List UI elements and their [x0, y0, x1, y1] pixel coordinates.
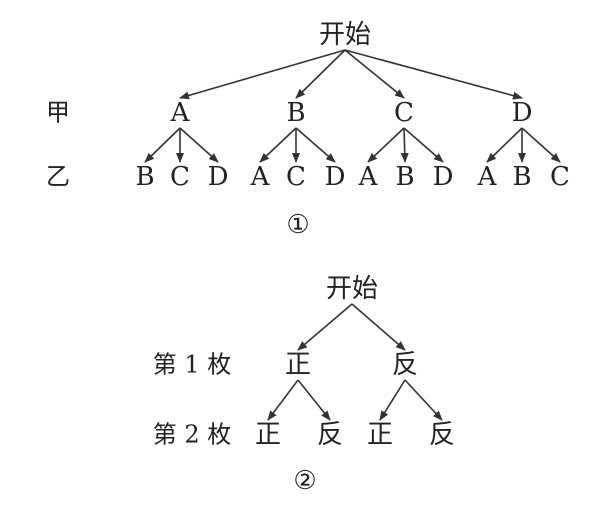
- tree2-root-node: 开始: [326, 274, 378, 304]
- tree2-branch-arrow: [404, 379, 443, 421]
- tree1-level2-node: D: [433, 162, 454, 192]
- tree1-row-label-jia: 甲: [46, 99, 70, 127]
- tree1-branch-arrow: [179, 49, 346, 100]
- tree1-level2-node: C: [170, 162, 190, 192]
- tree1-branch-arrow: [259, 127, 297, 163]
- tree1-level2-node: A: [250, 162, 271, 192]
- tree2-branch-arrow: [351, 303, 406, 351]
- tree1-level2-node: B: [512, 162, 531, 192]
- tree2-branch-arrow: [379, 379, 406, 421]
- tree1-level2-node: A: [477, 162, 498, 192]
- tree2-caption: ②: [293, 466, 316, 496]
- tree1-branch-arrow: [344, 49, 523, 100]
- tree1-level1-node: C: [394, 98, 414, 128]
- tree1-branch-arrow: [486, 127, 523, 163]
- tree2-level2-node: 正: [367, 420, 393, 450]
- tree1-level1-node: B: [286, 98, 305, 128]
- tree1-row-label-yi: 乙: [46, 163, 70, 191]
- tree1-level1-node: A: [170, 98, 191, 128]
- tree1-branch-arrow: [295, 49, 346, 99]
- tree2-level2-node: 反: [429, 420, 455, 450]
- tree1-branch-arrow: [521, 127, 561, 163]
- tree1-branch-arrow: [344, 49, 405, 99]
- tree2-row-label-first-coin: 第 1 枚: [153, 351, 232, 379]
- tree1-level2-node: B: [135, 162, 154, 192]
- tree2-level1-node: 反: [392, 350, 418, 380]
- tree1-branch-arrow: [367, 127, 405, 163]
- tree1-caption: ①: [286, 210, 309, 240]
- tree1-level2-node: D: [208, 162, 229, 192]
- tree2-level1-node: 正: [285, 350, 311, 380]
- tree2-row-label-second-coin: 第 2 枚: [153, 421, 232, 449]
- tree-diagram-2: 开始第 1 枚第 2 枚正正反反正反②: [153, 274, 455, 496]
- tree1-branch-arrow: [144, 127, 181, 163]
- tree2-level2-node: 正: [255, 420, 281, 450]
- tree1-level2-node: A: [358, 162, 379, 192]
- tree1-branch-arrow: [403, 127, 444, 163]
- tree1-level2-node: C: [550, 162, 570, 192]
- tree2-branch-arrow: [267, 379, 299, 421]
- tree1-level2-node: B: [395, 162, 414, 192]
- tree2-level2-node: 反: [317, 420, 343, 450]
- tree1-branch-arrow: [179, 127, 219, 163]
- tree2-branch-arrow: [297, 379, 331, 421]
- tree1-branch-arrow: [295, 127, 336, 163]
- tree2-branch-arrow: [297, 303, 353, 351]
- tree1-root-node: 开始: [319, 20, 371, 50]
- tree1-level2-node: D: [325, 162, 346, 192]
- tree1-branch-arrow: [400, 127, 409, 163]
- tree1-level2-node: C: [286, 162, 306, 192]
- tree1-level1-node: D: [512, 98, 533, 128]
